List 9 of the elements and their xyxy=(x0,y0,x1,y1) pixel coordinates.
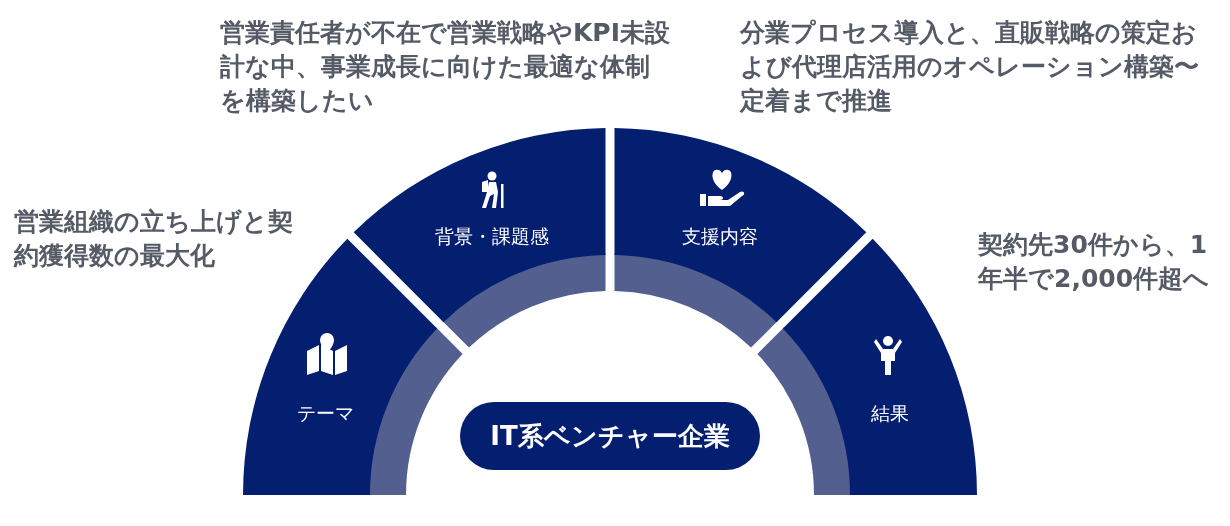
segment-label: 支援内容 xyxy=(682,224,758,249)
company-pill: IT系ベンチャー企業 xyxy=(460,402,760,470)
description-text: 分業プロセス導入と、直販戦略の策定および代理店活用のオペレーション構築〜定着まで推進 xyxy=(740,17,1200,117)
description-text: 営業責任者が不在で営業戦略やKPI未設計な中、事業成長に向けた最適な体制を構築したい xyxy=(220,17,670,117)
description-text: 契約先30件から、1年半で2,000件超へ xyxy=(978,229,1211,295)
segment-label: 結果 xyxy=(871,401,909,426)
segment-label: テーマ xyxy=(296,401,354,426)
description-text: 営業組織の立ち上げと契約獲得数の最大化 xyxy=(14,206,294,272)
segment-label: 背景・課題感 xyxy=(435,224,549,249)
